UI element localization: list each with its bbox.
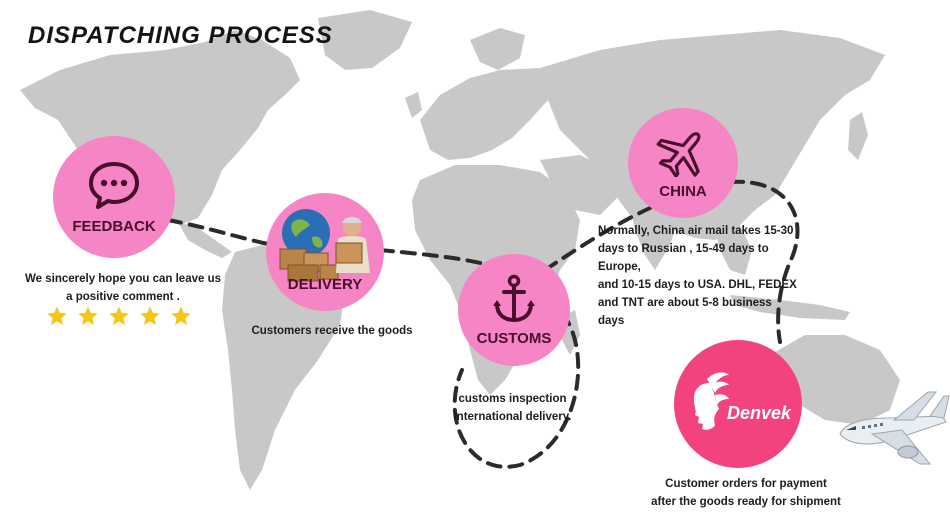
greenland-shape [318,10,412,70]
delivery-note: Customers receive the goods [232,322,432,340]
feedback-text-line-1: We sincerely hope you can leave us [24,273,221,285]
europe-shape [420,68,560,160]
airplane-icon [656,131,701,177]
denvek-text-line-2: after the goods ready for shipment [651,496,841,508]
china-text-line-2: days to Russian , 15-49 days to Europe, [598,243,769,273]
star-icon [47,306,67,325]
star-icon [109,306,129,325]
feedback-step: FEEDBACK [53,136,175,258]
star-icon [171,306,191,325]
uk-shape [405,92,422,118]
customs-text-line-2: International delivery. [453,411,572,423]
chat-bubble-icon [89,161,139,209]
india-shape [630,200,680,270]
anchor-icon [493,274,535,322]
page-title: DISPATCHING PROCESS [28,22,333,49]
customs-label: CUSTOMS [476,329,552,347]
indonesia-shape [730,295,850,320]
central-america-shape [178,222,232,258]
route-customs-china [543,206,652,272]
rating-stars [46,305,192,327]
star-icon [140,306,160,325]
route-china-denvek [728,179,800,344]
southeast-asia-shape [715,225,752,275]
delivery-step: DELIVERY [266,193,384,311]
feedback-label: FEEDBACK [72,217,156,235]
woman-silhouette-logo [693,372,729,430]
scandinavia-shape [470,28,525,70]
denvek-text-line-1: Customer orders for payment [665,478,827,490]
denvek-logo: Denvek [674,340,802,468]
china-text-line-1: Normally, China air mail takes 15-30 [598,225,794,237]
customs-text-line-1: customs inspection [458,393,567,405]
route-feedback-delivery [166,218,270,246]
delivery-label: DELIVERY [287,276,363,293]
china-label: CHINA [659,182,707,200]
china-text-line-3: and 10-15 days to USA. DHL, FEDEX [598,279,797,291]
feedback-text-line-2: a positive comment . [66,291,180,303]
denvek-note: Customer orders for payment after the go… [640,475,852,511]
japan-shape [848,112,868,160]
china-step: CHINA [628,108,738,218]
customs-step: CUSTOMS [458,254,570,366]
delivery-man-globe-image [279,209,370,282]
china-text-line-4: and TNT are about 5-8 business days [598,297,772,327]
customs-note: customs inspection International deliver… [430,390,595,426]
delivery-text-line-1: Customers receive the goods [251,325,413,337]
denvek-logo-text: Denvek [726,402,792,423]
route-customs-loop [452,298,581,469]
north-america-shape [20,30,300,225]
australia-shape [770,335,900,425]
airplane-image [839,391,950,465]
china-note: Normally, China air mail takes 15-30 day… [598,222,798,330]
route-path [166,179,800,469]
feedback-note: We sincerely hope you can leave us a pos… [18,270,228,306]
star-icon [78,306,98,325]
